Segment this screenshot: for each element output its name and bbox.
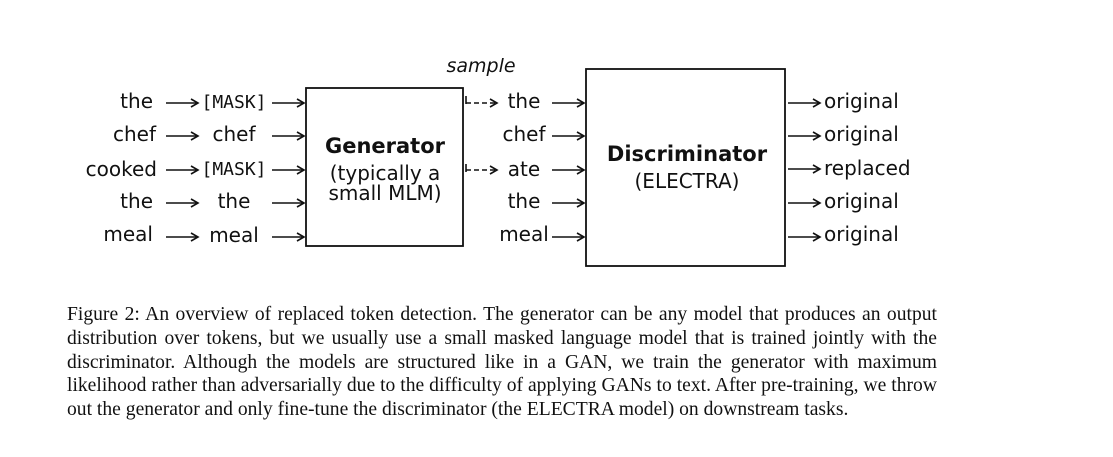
input-token: the: [120, 189, 153, 213]
generator-box: [305, 87, 464, 247]
output-label: original: [824, 222, 899, 246]
sample-arrows: [465, 96, 499, 175]
generator-title: Generator: [325, 134, 446, 158]
generator-input-arrows: [272, 98, 306, 242]
masked-token: meal: [209, 223, 259, 247]
figure-caption: Figure 2: An overview of replaced token …: [67, 304, 937, 421]
masked-token: the: [218, 189, 251, 213]
discriminator-box: [585, 68, 786, 267]
discriminator-input-arrows: [552, 98, 586, 242]
input-token: the: [120, 89, 153, 113]
replaced-token-detection-diagram: sample the chef cooked the meal [MASK] c…: [86, 55, 911, 267]
masked-token: [MASK]: [201, 159, 266, 180]
generator-subtitle: (typically a: [330, 161, 441, 185]
input-arrows: [166, 98, 200, 242]
sampled-token: meal: [499, 222, 549, 246]
generator-subtitle: small MLM): [328, 181, 441, 205]
input-token: chef: [113, 122, 157, 146]
sample-label: sample: [446, 55, 515, 77]
sampled-token: the: [508, 189, 541, 213]
input-token: cooked: [86, 157, 157, 181]
discriminator-subtitle: (ELECTRA): [635, 169, 740, 193]
output-label: replaced: [824, 156, 911, 180]
sampled-token: ate: [508, 157, 540, 181]
sampled-token: chef: [502, 122, 546, 146]
output-label: original: [824, 189, 899, 213]
sampled-token: the: [508, 89, 541, 113]
output-arrows: [788, 98, 822, 242]
output-label: original: [824, 122, 899, 146]
discriminator-title: Discriminator: [607, 142, 768, 166]
output-label: original: [824, 89, 899, 113]
input-token: meal: [103, 222, 153, 246]
masked-token: chef: [212, 122, 256, 146]
masked-token: [MASK]: [201, 92, 266, 113]
